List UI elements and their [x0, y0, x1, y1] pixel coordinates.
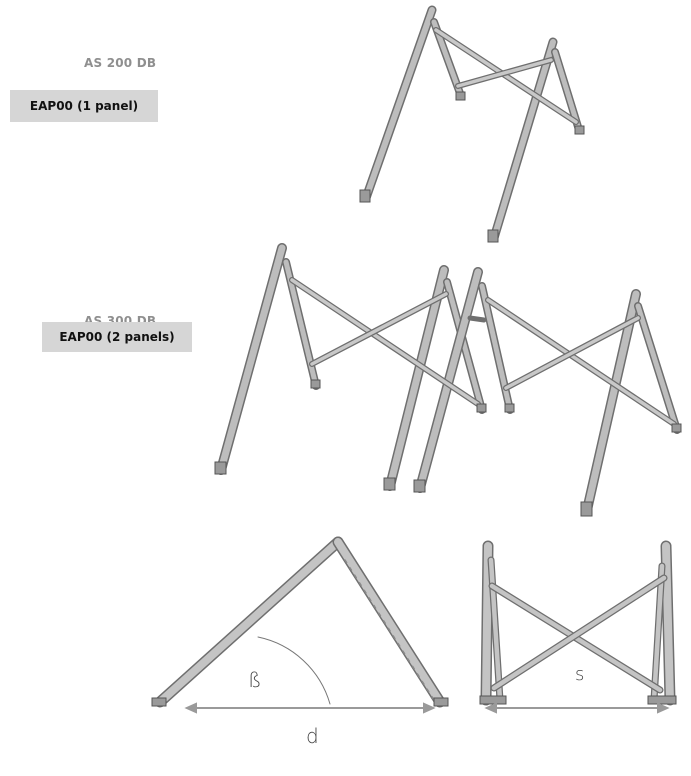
angle-arc	[257, 636, 331, 705]
spacing-label: s	[575, 664, 585, 685]
front-view-diagram	[479, 540, 677, 714]
angle-label: ß	[248, 668, 262, 692]
depth-label: d	[306, 724, 319, 748]
frame-as300-2-panels	[214, 243, 682, 517]
variant-badge-1-panel: EAP00 (1 panel)	[10, 90, 158, 122]
variant-badge-2-panels: EAP00 (2 panels)	[42, 322, 192, 352]
side-view-diagram	[151, 536, 449, 714]
frame-as200-1-panel	[359, 5, 585, 243]
model-label-as200: AS 200 DB	[84, 56, 157, 70]
